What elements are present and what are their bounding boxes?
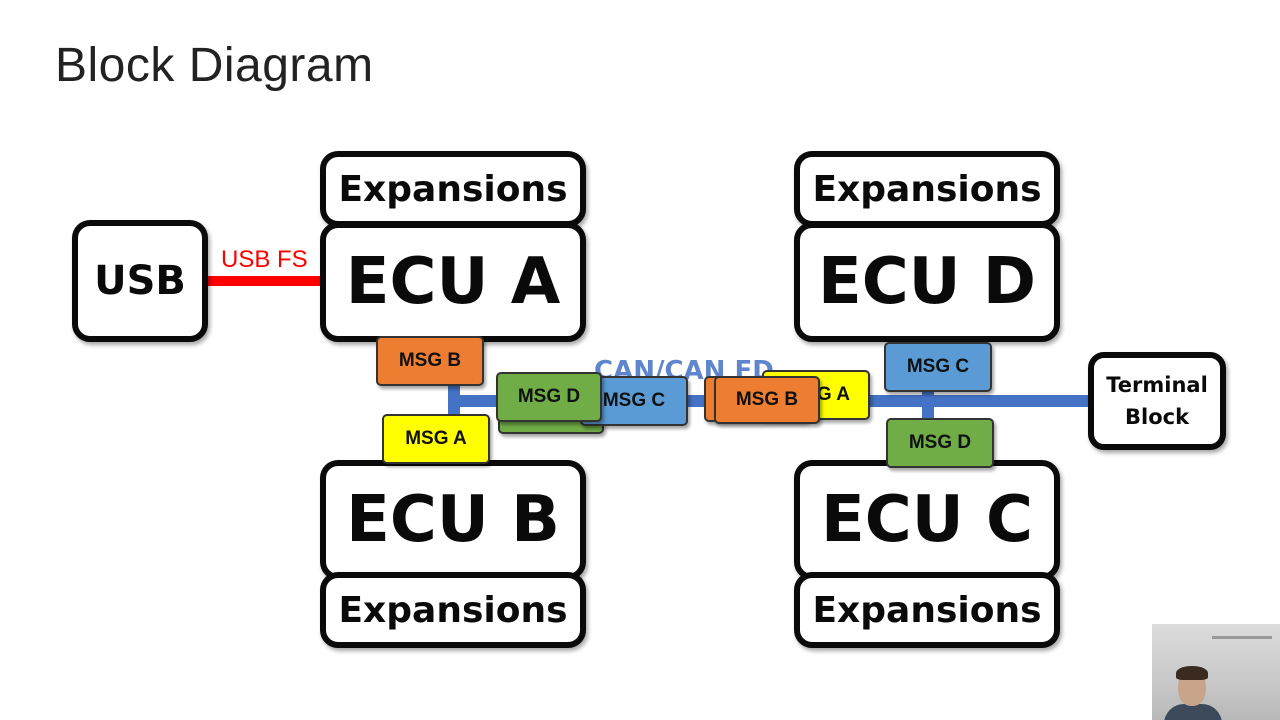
msg-d-right: MSG D xyxy=(886,418,994,468)
expansions-c-block: Expansions xyxy=(794,572,1060,648)
ecu-b-block: ECU B xyxy=(320,460,586,580)
usb-fs-link xyxy=(200,276,326,286)
expansions-d-block: Expansions xyxy=(794,151,1060,227)
webcam-shelf xyxy=(1212,636,1272,639)
presenter-webcam xyxy=(1152,624,1280,720)
ecu-d-block: ECU D xyxy=(794,222,1060,342)
ecu-c-block: ECU C xyxy=(794,460,1060,580)
expansions-a-block: Expansions xyxy=(320,151,586,227)
msg-a-left: MSG A xyxy=(382,414,490,464)
msg-b-left: MSG B xyxy=(376,336,484,386)
slide-title: Block Diagram xyxy=(55,39,374,92)
ecu-a-block: ECU A xyxy=(320,222,586,342)
msg-b-right: MSG B xyxy=(714,376,820,424)
webcam-presenter-hair xyxy=(1176,666,1208,680)
terminal-block: Terminal Block xyxy=(1088,352,1226,450)
usb-fs-label: USB FS xyxy=(221,246,308,273)
msg-c-right: MSG C xyxy=(884,342,992,392)
can-stub-left xyxy=(448,380,460,420)
can-stub-right xyxy=(922,385,934,425)
msg-d-center: MSG D xyxy=(496,372,602,422)
usb-block: USB xyxy=(72,220,208,342)
expansions-b-block: Expansions xyxy=(320,572,586,648)
webcam-presenter-torso xyxy=(1164,704,1222,720)
